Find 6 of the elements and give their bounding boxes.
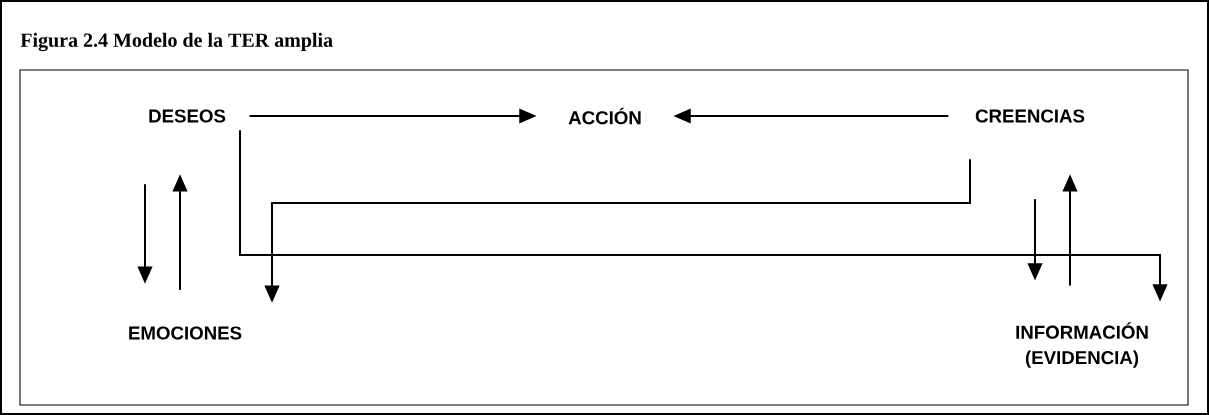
concept-label: DESEOS xyxy=(149,109,226,123)
concept-label: INFORMACIÓN (EVIDENCIA) xyxy=(1016,322,1148,368)
concept-label: CREENCIAS xyxy=(975,109,1085,123)
concept-label: EMOCIONES xyxy=(129,326,242,340)
title: Figura 2.4 Modelo de la TER amplia xyxy=(20,32,333,52)
concept-label: ACCIÓN xyxy=(568,107,641,125)
